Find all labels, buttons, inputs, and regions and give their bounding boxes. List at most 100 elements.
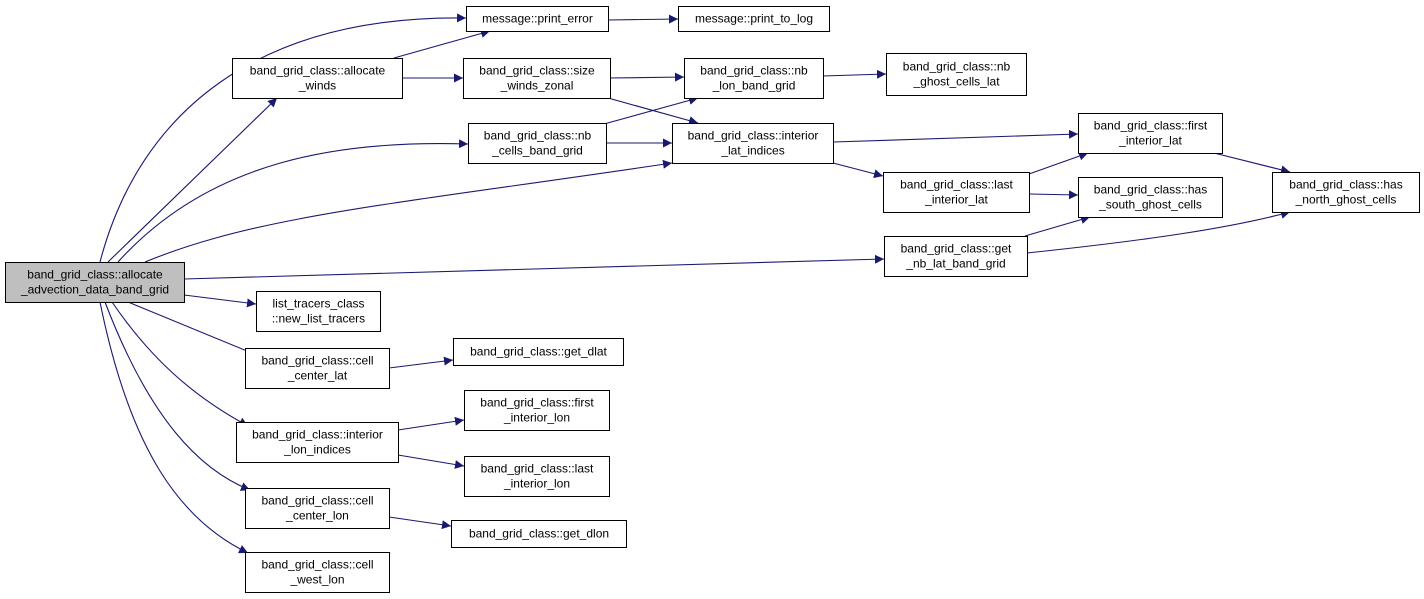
edge-root-to-nb-cells-band-grid [117, 139, 469, 263]
node-box[interactable] [5, 262, 185, 303]
node-get-nb-lat-band-grid[interactable]: band_grid_class::get_nb_lat_band_grid [884, 236, 1028, 277]
edge-interior-lat-indices-to-last-interior-lat [832, 162, 884, 179]
node-label-line: band_grid_class::first [1094, 119, 1208, 133]
node-label-line: _interior_lon [503, 477, 570, 491]
node-size-winds-zonal[interactable]: band_grid_class::size_winds_zonal [463, 58, 611, 99]
node-box[interactable] [883, 172, 1030, 213]
node-label-line: _interior_lat [1118, 134, 1182, 148]
node-label-line: band_grid_class::cell [261, 494, 373, 508]
node-label-line: band_grid_class::first [480, 396, 594, 410]
node-label-line: band_grid_class::cell [261, 354, 373, 368]
edge-root-to-print-error [99, 13, 467, 263]
node-box[interactable] [451, 520, 627, 548]
node-nb-ghost-cells-lat[interactable]: band_grid_class::nb_ghost_cells_lat [886, 53, 1027, 96]
node-box[interactable] [468, 123, 607, 164]
node-print-to-log[interactable]: message::print_to_log [678, 6, 830, 32]
node-label-line: _interior_lon [503, 411, 570, 425]
edge-size-winds-zonal-to-nb-lon-band-grid [609, 72, 685, 82]
node-label-line: _lat_indices [720, 144, 784, 158]
node-label-line: band_grid_class::nb [700, 64, 808, 78]
node-last-interior-lon[interactable]: band_grid_class::last_interior_lon [464, 456, 610, 497]
node-label-line: _ghost_cells_lat [912, 75, 1000, 89]
node-has-north-ghost-cells[interactable]: band_grid_class::has_north_ghost_cells [1272, 172, 1420, 213]
node-label-line: band_grid_class::cell [261, 558, 373, 572]
edge-get-nb-lat-band-grid-to-has-north-ghost-cells [1026, 209, 1291, 254]
node-get-dlon[interactable]: band_grid_class::get_dlon [451, 520, 627, 548]
node-box[interactable] [245, 488, 390, 529]
node-box[interactable] [245, 552, 390, 593]
edge-root-to-new-list-tracers [183, 294, 257, 308]
edge-last-interior-lat-to-has-south-ghost-cells [1028, 190, 1079, 200]
nodes-layer: band_grid_class::allocate_advection_data… [5, 6, 1420, 593]
node-box[interactable] [1078, 113, 1223, 154]
node-box[interactable] [464, 390, 610, 431]
edge-last-interior-lat-to-first-interior-lat [1028, 151, 1089, 175]
edge-root-to-cell-west-lon [99, 301, 249, 554]
node-box[interactable] [256, 291, 381, 332]
edge-nb-cells-band-grid-to-nb-lon-band-grid [603, 96, 699, 125]
node-box[interactable] [1272, 172, 1420, 213]
node-label-line: _lon_band_grid [712, 79, 796, 93]
edges-layer [99, 13, 1291, 554]
node-box[interactable] [232, 58, 403, 99]
node-new-list-tracers[interactable]: list_tracers_class::new_list_tracers [256, 291, 381, 332]
node-label-line: band_grid_class::last [481, 462, 594, 476]
edge-root-to-cell-center-lat [127, 301, 265, 359]
node-box[interactable] [678, 6, 830, 32]
node-label-line: _winds_zonal [500, 79, 574, 93]
node-box[interactable] [672, 123, 834, 164]
edge-first-interior-lat-to-has-north-ghost-cells [1213, 152, 1291, 175]
node-label-line: band_grid_class::has [1289, 178, 1402, 192]
node-print-error[interactable]: message::print_error [466, 6, 609, 32]
node-allocate-winds[interactable]: band_grid_class::allocate_winds [232, 58, 403, 99]
node-label-line: band_grid_class::size [479, 64, 595, 78]
node-label-line: _nb_lat_band_grid [905, 257, 1005, 271]
node-first-interior-lat[interactable]: band_grid_class::first_interior_lat [1078, 113, 1223, 154]
node-box[interactable] [453, 338, 624, 366]
node-root[interactable]: band_grid_class::allocate_advection_data… [5, 262, 185, 303]
node-label-line: _advection_data_band_grid [20, 283, 169, 297]
node-box[interactable] [245, 348, 390, 389]
edge-root-to-get-nb-lat-band-grid [183, 254, 885, 280]
node-label-line: list_tracers_class [272, 297, 364, 311]
node-box[interactable] [1078, 177, 1223, 218]
node-first-interior-lon[interactable]: band_grid_class::first_interior_lon [464, 390, 610, 431]
node-box[interactable] [884, 236, 1028, 277]
node-label-line: _center_lat [287, 369, 348, 383]
node-box[interactable] [684, 58, 824, 99]
node-label-line: _lon_indices [283, 443, 351, 457]
node-last-interior-lat[interactable]: band_grid_class::last_interior_lat [883, 172, 1030, 213]
node-label-line: band_grid_class::interior [252, 428, 383, 442]
edge-print-error-to-print-to-log [607, 14, 679, 24]
node-label-line: _west_lon [289, 573, 344, 587]
node-box[interactable] [464, 456, 610, 497]
node-interior-lat-indices[interactable]: band_grid_class::interior_lat_indices [672, 123, 834, 164]
node-interior-lon-indices[interactable]: band_grid_class::interior_lon_indices [236, 422, 399, 463]
node-label-line: ::new_list_tracers [272, 312, 365, 326]
node-label-line: band_grid_class::last [900, 178, 1013, 192]
node-box[interactable] [886, 53, 1027, 96]
node-label-line: band_grid_class::interior [688, 129, 819, 143]
node-nb-cells-band-grid[interactable]: band_grid_class::nb_cells_band_grid [468, 123, 607, 164]
node-box[interactable] [466, 6, 609, 32]
node-has-south-ghost-cells[interactable]: band_grid_class::has_south_ghost_cells [1078, 177, 1223, 218]
node-label-line: _north_ghost_cells [1295, 193, 1397, 207]
node-label-line: band_grid_class::has [1094, 183, 1207, 197]
edge-root-to-cell-center-lon [104, 301, 251, 491]
node-box[interactable] [463, 58, 611, 99]
node-label-line: _center_lon [285, 509, 349, 523]
edge-interior-lon-indices-to-last-interior-lon [397, 454, 465, 469]
node-get-dlat[interactable]: band_grid_class::get_dlat [453, 338, 624, 366]
node-label-line: message::print_to_log [695, 12, 813, 26]
node-label-line: band_grid_class::allocate [250, 64, 386, 78]
node-label-line: band_grid_class::get [901, 242, 1012, 256]
node-label-line: _south_ghost_cells [1098, 198, 1202, 212]
node-nb-lon-band-grid[interactable]: band_grid_class::nb_lon_band_grid [684, 58, 824, 99]
node-cell-west-lon[interactable]: band_grid_class::cell_west_lon [245, 552, 390, 593]
node-label-line: band_grid_class::allocate [27, 268, 163, 282]
node-cell-center-lon[interactable]: band_grid_class::cell_center_lon [245, 488, 390, 529]
node-cell-center-lat[interactable]: band_grid_class::cell_center_lat [245, 348, 390, 389]
node-box[interactable] [236, 422, 399, 463]
edge-cell-center-lat-to-get-dlat [388, 356, 454, 369]
